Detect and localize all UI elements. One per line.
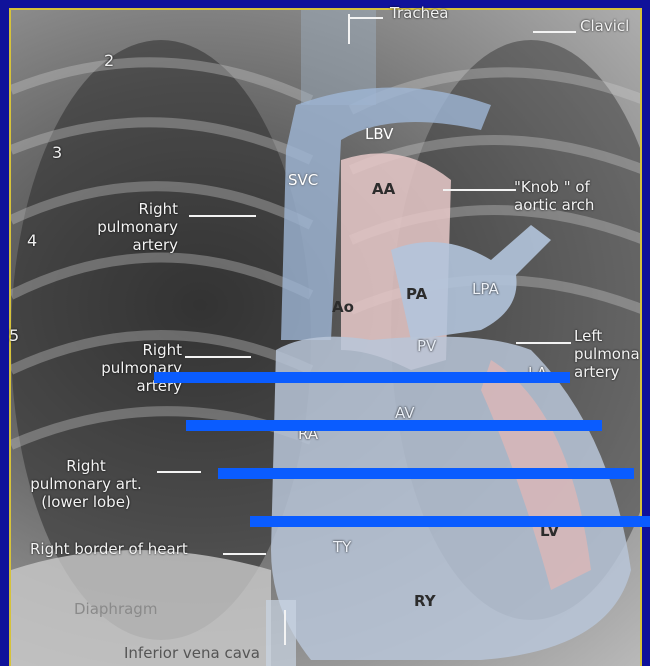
rib-number-5: 5 [9, 326, 19, 345]
marker-bar-4 [250, 516, 650, 527]
label-right-pulmonary-art-lower-lobe: Right pulmonary art. (lower lobe) [16, 457, 156, 511]
right-frame-band [642, 0, 650, 666]
rib-number-3: 3 [52, 143, 62, 162]
label-trachea: Trachea [390, 4, 449, 22]
xray-illustration [11, 10, 642, 666]
label-ty: TY [333, 538, 351, 556]
label-right-border-of-heart: Right border of heart [30, 540, 188, 558]
label-lbv: LBV [365, 125, 393, 143]
rib-number-2: 2 [104, 51, 114, 70]
chest-xray-image [9, 8, 642, 666]
label-svc: SVC [288, 171, 318, 189]
label-ao: Ao [332, 298, 354, 316]
label-right-pulmonary-artery-middle: Right pulmonary artery [86, 341, 182, 395]
label-pv: PV [417, 337, 436, 355]
marker-bar-1 [154, 372, 570, 383]
label-aa: AA [372, 180, 395, 198]
marker-bar-2 [186, 420, 602, 431]
label-inferior-vena-cava: Inferior vena cava [124, 644, 260, 662]
label-lpa: LPA [472, 280, 499, 298]
label-left-pulmonary-artery: Left pulmona artery [574, 327, 640, 381]
marker-bar-3 [218, 468, 634, 479]
label-pa: PA [406, 285, 427, 303]
label-diaphragm: Diaphragm [74, 600, 157, 618]
label-clavicle: Clavicl [580, 17, 629, 35]
rib-number-4: 4 [27, 231, 37, 250]
label-right-pulmonary-artery-upper: Right pulmonary artery [82, 200, 178, 254]
label-knob-aortic-arch: "Knob " of aortic arch [514, 178, 594, 214]
label-ry: RY [414, 592, 436, 610]
